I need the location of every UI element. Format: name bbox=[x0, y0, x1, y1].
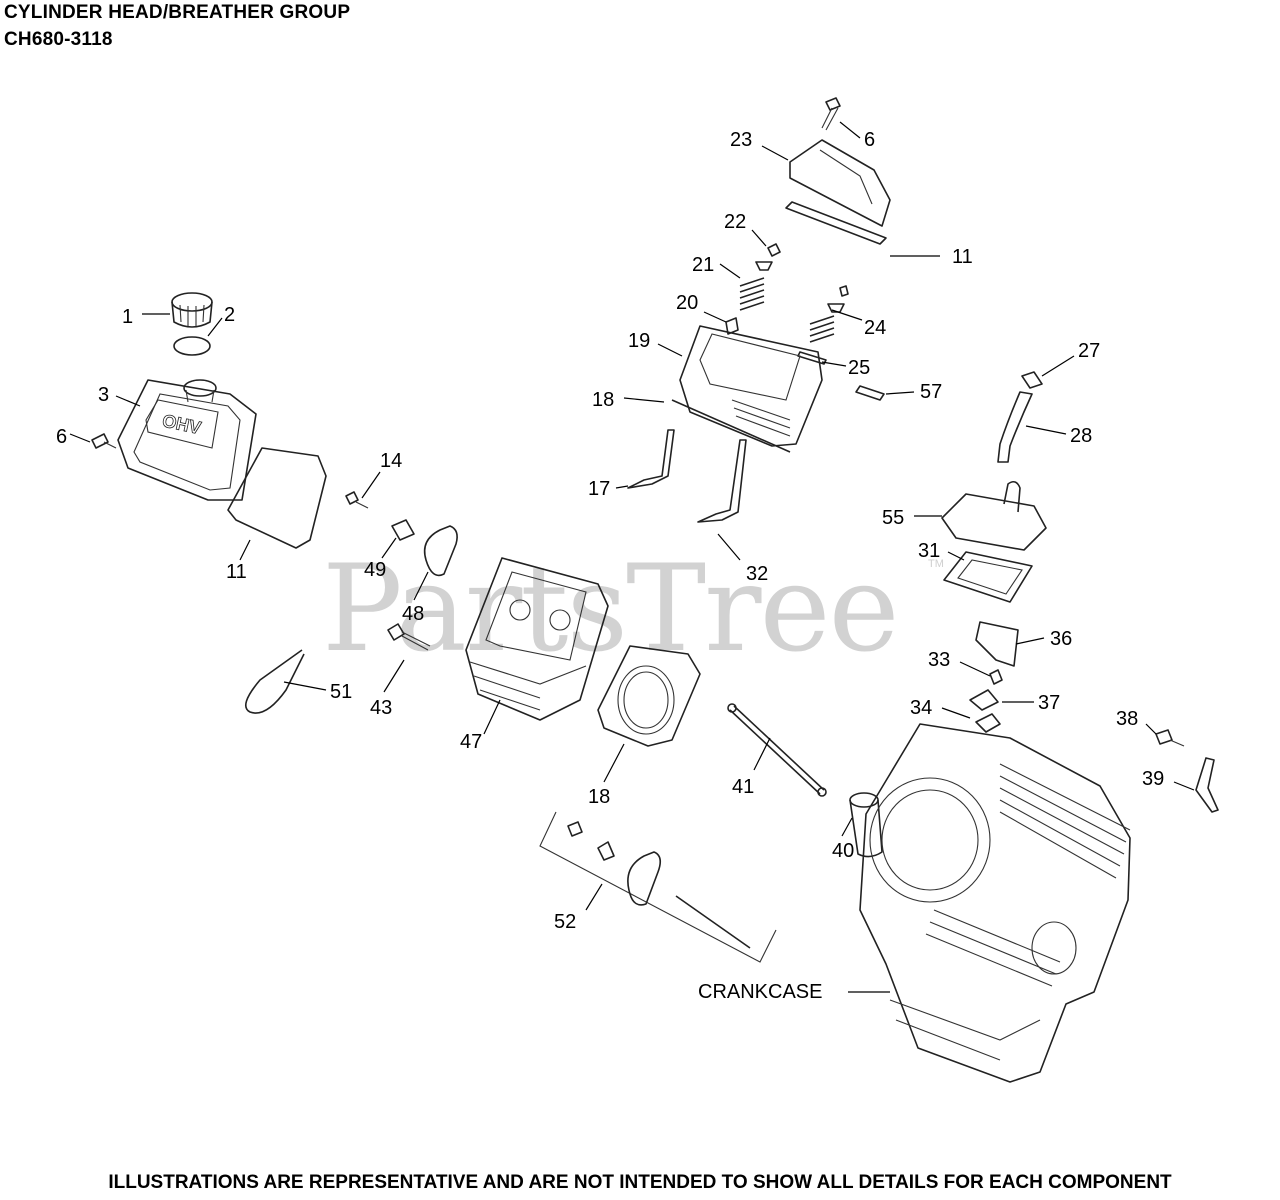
spring-cap[interactable] bbox=[797, 351, 827, 365]
o-ring[interactable] bbox=[173, 336, 211, 356]
callout-24: 24 bbox=[864, 317, 886, 339]
spring-retainer-21[interactable] bbox=[755, 261, 773, 271]
svg-text:OHV: OHV bbox=[161, 410, 203, 438]
breather-cover-55[interactable] bbox=[941, 480, 1047, 551]
callout-31: 31 bbox=[918, 540, 940, 562]
reed-plate[interactable] bbox=[969, 689, 999, 711]
callout-52: 52 bbox=[554, 911, 576, 933]
callout-18-upper: 18 bbox=[592, 389, 614, 411]
callout-6-top: 6 bbox=[864, 129, 875, 151]
leader-lines bbox=[69, 121, 1195, 993]
callout-34: 34 bbox=[910, 697, 932, 719]
callout-51: 51 bbox=[330, 681, 352, 703]
callout-33: 33 bbox=[928, 649, 950, 671]
valve-cover[interactable]: OHV bbox=[117, 379, 257, 501]
diagram-title: CYLINDER HEAD/BREATHER GROUP bbox=[4, 2, 351, 23]
callout-27: 27 bbox=[1078, 340, 1100, 362]
callout-39: 39 bbox=[1142, 768, 1164, 790]
callout-40: 40 bbox=[832, 840, 854, 862]
callout-11-left: 11 bbox=[226, 561, 247, 583]
callout-14: 14 bbox=[380, 450, 402, 472]
callout-6-left: 6 bbox=[56, 426, 67, 448]
watermark-tm: TM bbox=[928, 558, 944, 570]
callout-23: 23 bbox=[730, 129, 752, 151]
bracket[interactable] bbox=[1195, 757, 1219, 813]
callout-57: 57 bbox=[920, 381, 942, 403]
callout-labels: 1 2 3 6 11 14 49 48 51 43 47 18 23 6 22 … bbox=[56, 129, 1164, 1003]
callout-1: 1 bbox=[122, 306, 133, 328]
callout-25: 25 bbox=[848, 357, 870, 379]
disclaimer: ILLUSTRATIONS ARE REPRESENTATIVE AND ARE… bbox=[108, 1172, 1172, 1193]
cylinder-head-upper[interactable] bbox=[679, 325, 823, 447]
screw-33[interactable] bbox=[989, 669, 1003, 685]
valve-spring-21[interactable] bbox=[739, 277, 765, 311]
callout-49: 49 bbox=[364, 559, 386, 581]
oil-fill-cap[interactable] bbox=[171, 292, 213, 328]
callout-21: 21 bbox=[692, 254, 714, 276]
breather-gasket-31[interactable] bbox=[943, 551, 1033, 603]
valve-spring-24[interactable] bbox=[809, 285, 849, 343]
head-bolt[interactable] bbox=[387, 623, 431, 651]
valve-stem-seal[interactable] bbox=[725, 317, 739, 335]
breather-hose[interactable] bbox=[997, 391, 1033, 463]
gasket-57[interactable] bbox=[855, 385, 885, 401]
screw-left[interactable] bbox=[91, 433, 117, 449]
callout-17: 17 bbox=[588, 478, 610, 500]
rocker-arm[interactable] bbox=[423, 525, 458, 577]
exhaust-valve[interactable] bbox=[697, 439, 747, 523]
reed-valve[interactable] bbox=[975, 713, 1001, 733]
valve-lifter[interactable] bbox=[849, 792, 883, 858]
callout-41: 41 bbox=[732, 776, 754, 798]
watermark: PartsTree bbox=[322, 540, 899, 679]
callout-11-top: 11 bbox=[952, 246, 973, 268]
callout-crankcase: CRANKCASE bbox=[698, 981, 822, 1003]
callout-3: 3 bbox=[98, 384, 109, 406]
gasket-line[interactable] bbox=[671, 399, 791, 453]
cylinder-head[interactable] bbox=[465, 557, 609, 721]
callout-20: 20 bbox=[676, 292, 698, 314]
callout-2: 2 bbox=[224, 304, 235, 326]
intake-valve[interactable] bbox=[627, 429, 675, 489]
screw-14[interactable] bbox=[345, 491, 369, 509]
callout-38: 38 bbox=[1116, 708, 1138, 730]
callout-18-lower: 18 bbox=[588, 786, 610, 808]
callout-19: 19 bbox=[628, 330, 650, 352]
screw-38[interactable] bbox=[1155, 729, 1185, 747]
callout-36: 36 bbox=[1050, 628, 1072, 650]
callout-37: 37 bbox=[1038, 692, 1060, 714]
valve-cover-gasket[interactable] bbox=[227, 447, 327, 549]
callout-55: 55 bbox=[882, 507, 904, 529]
callout-22: 22 bbox=[724, 211, 746, 233]
crankcase[interactable] bbox=[859, 723, 1131, 1083]
callout-28: 28 bbox=[1070, 425, 1092, 447]
adjuster-nut[interactable] bbox=[391, 519, 415, 541]
push-rod[interactable] bbox=[727, 703, 827, 797]
callout-47: 47 bbox=[460, 731, 482, 753]
breather-cover[interactable] bbox=[789, 139, 891, 227]
hose-clamp[interactable] bbox=[1021, 371, 1043, 389]
callout-32: 32 bbox=[746, 563, 768, 585]
head-gasket[interactable] bbox=[597, 645, 701, 747]
tie-strap[interactable] bbox=[244, 649, 305, 714]
breather-gasket[interactable] bbox=[785, 201, 887, 245]
screw-top[interactable] bbox=[821, 97, 841, 131]
breather-element[interactable] bbox=[975, 621, 1019, 667]
model-number: CH680-3118 bbox=[4, 29, 113, 50]
valve-keepers[interactable] bbox=[767, 243, 781, 257]
callout-48: 48 bbox=[402, 603, 424, 625]
callout-43: 43 bbox=[370, 697, 392, 719]
rocker-kit-group[interactable] bbox=[539, 811, 777, 963]
